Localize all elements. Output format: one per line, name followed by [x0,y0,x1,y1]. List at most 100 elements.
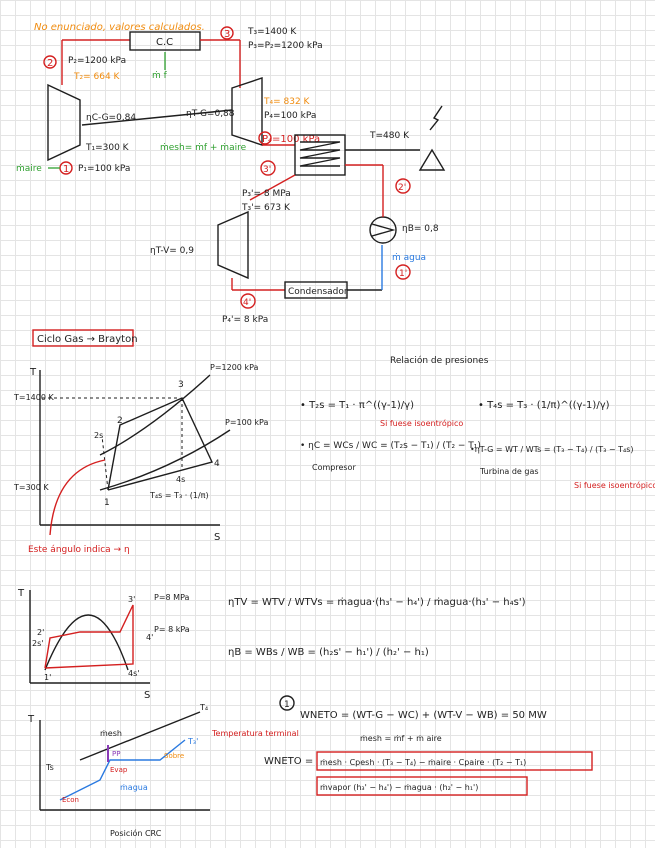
p4-label: P₄=100 kPa [264,111,316,121]
hx-pp: PP [112,750,120,758]
state-1p-circle [395,264,411,280]
mf-label: ṁ f [152,71,168,81]
p2-label: P₂=1200 kPa [68,56,126,66]
state-2p: 2' [398,183,406,193]
formula-nt: •ηT-G = WT / WTs = (T₃ − T₄) / (T₃ − T₄s… [470,445,634,454]
iso-note-1: Si fuese isoentrópico [380,418,463,428]
eq-nb: ηB = WBs / WB = (h₂s' − h₁') / (h₂' − h₁… [228,647,429,658]
heat-exchanger [294,134,346,176]
p8k-label: P= 8 kPa [154,625,190,634]
hx-evap: Evap [110,766,128,774]
state-2p-circle [395,178,411,194]
angle-arrow [49,459,106,536]
header-note: No enunciado, valores calculados. [34,22,205,33]
eta-pump: ηB= 0,8 [402,224,439,234]
r-node-4sp: 4s' [128,669,139,678]
hx-t4: T₄ [199,703,208,712]
p3p-value: P₃'= 8 MPa [242,189,291,199]
r-node-4p: 4' [146,633,153,642]
hx-magua: ṁagua [120,783,148,792]
t300: T=300 K [13,483,49,492]
node-4s: 4s [176,475,185,484]
hx-t3p: T₃' [187,737,198,746]
turbina-label: Turbina de gas [479,467,539,476]
cc-label: C.C [156,37,173,48]
hx-sobre: Sobre [164,752,184,760]
gas-turbine-shape [231,77,263,146]
t3-label: T₃=1400 K [247,27,297,37]
t2-label: T₂= 664 K [73,72,121,82]
item-one: 1 [284,700,290,710]
state-4: P₄=100 kPa [262,134,320,145]
chimney-shape [418,148,446,171]
p1200-label: P=1200 kPa [210,363,259,372]
bracket-b [316,776,528,796]
line-to-steam-turbine [249,174,296,201]
compresor-label: Compresor [312,463,356,472]
combustion-chamber [129,31,201,51]
water-line [59,739,186,801]
iso-note-2: Si fuese isoentrópico. [574,480,655,490]
brayton-t: T [29,367,37,378]
pump-symbol [371,223,396,237]
wneto-eq2-label: WNETO = [264,756,313,767]
state-4p-circle [240,293,256,309]
angle-note: Este ángulo indica → η [28,545,130,555]
wneto-eq2-a: ṁesh · Cpesh · (T₃ − T₄) − ṁaire · Cpair… [320,758,526,767]
eq-ntv: ηTV = WTV / WTVs = ṁagua·(h₃' − h₄') / ṁ… [228,597,526,608]
formula-nc: • ηC = WCs / WC = (T₂s − T₁) / (T₂ − T₁) [300,441,481,451]
p3-label: P₃=P₂=1200 kPa [248,41,323,51]
p4p-value: P₄'= 8 kPa [222,315,268,325]
bracket-a [316,751,593,771]
compressor-shape [47,83,81,162]
magua-label: ṁ agua [392,253,426,263]
hx-temp-term: Temperatura terminal [211,729,299,738]
state-4-circle [258,131,272,145]
node-2: 2 [117,416,123,426]
smoke-icon [429,105,443,131]
mesh-def: ṁesh = ṁf + ṁ aire [360,734,442,743]
t4-label: T₄= 832 K [263,97,311,107]
t1-label: T₁=300 K [85,143,130,153]
p100-label: P=100 kPa [225,418,268,427]
eta-gas-turbine: ηT-G=0,88 [186,109,235,119]
rankine-cycle [44,604,134,669]
brayton-title-box [32,329,134,347]
isentropic-compression [101,435,109,491]
relacion-label: Relación de presiones [390,355,489,366]
node-1: 1 [104,498,110,508]
state-3-circle [220,26,234,40]
saturation-dome [44,614,129,671]
hx-pos: Posición CRC [110,828,162,838]
state-3: 3 [224,29,230,40]
state-3p-circle [260,160,276,176]
rankine-s: S [144,690,150,701]
node-3: 3 [178,380,184,390]
r-node-3p: 3' [128,595,135,604]
brayton-title: Ciclo Gas → Brayton [37,334,138,345]
state-1p: 1' [399,269,407,279]
state-2-circle [43,55,57,69]
node-2s: 2s [94,431,103,440]
condenser-label: Condensador [288,287,348,297]
wneto-eq2-b: ṁvapor (h₃' − h₄') − ṁagua · (h₂' − h₁') [320,783,478,792]
hx-econ: Econ [62,796,79,804]
hx-ts: Ts [45,763,54,772]
state-2: 2 [47,58,53,69]
r-node-2sp: 2s' [32,639,43,648]
item-one-circle [279,695,295,711]
state-3p: 3' [263,165,271,175]
p1-label: P₁=100 kPa [78,164,130,174]
hx-coil [299,141,341,167]
shaft-line [81,109,233,126]
isobar-100 [99,429,231,491]
state-1: 1 [63,164,69,175]
brayton-s: S [214,532,220,543]
formula-t2s: • T₂s = T₁ · π^((γ-1)/γ) [300,400,414,411]
node-4: 4 [214,459,220,469]
rankine-t: T [17,588,25,599]
formula-t4s: • T₄s = T₃ · (1/π)^((γ-1)/γ) [478,400,610,411]
brayton-cycle [107,397,213,491]
